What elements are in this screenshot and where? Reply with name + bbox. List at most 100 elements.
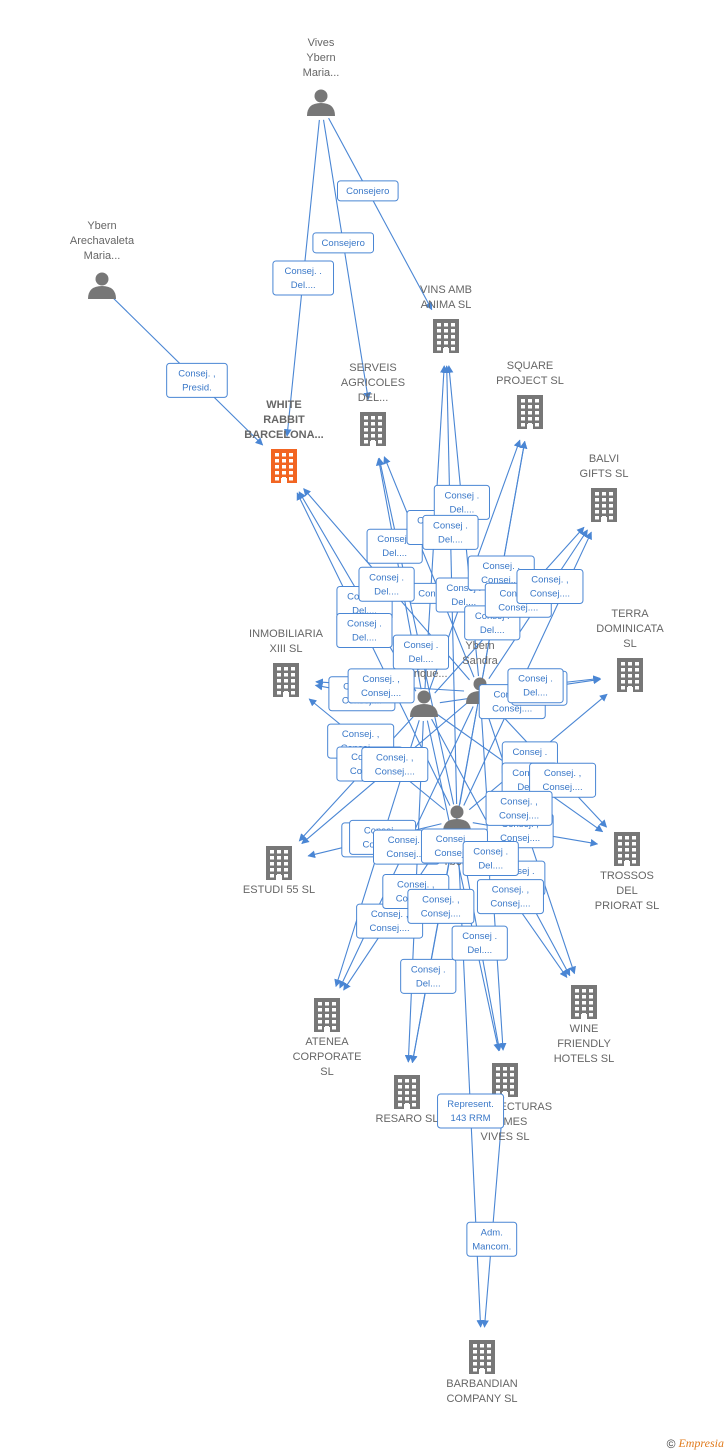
node-label: XIII SL [269, 643, 302, 655]
edge-label-text: Consej . [446, 583, 481, 594]
node-label: DEL [616, 885, 637, 897]
edge-label-box [407, 888, 475, 924]
person-icon [88, 272, 116, 299]
edge-label-text: Consej. , [483, 561, 521, 572]
building-icon [271, 449, 297, 483]
edge-label-text: Consejero [322, 238, 365, 249]
edge-label-text: Consej. , [397, 880, 435, 891]
edge-label[interactable]: Consej. ,Consej.... [361, 746, 429, 782]
edge-label[interactable]: Consej .Del.... [462, 840, 519, 876]
person-icon [410, 690, 438, 717]
edge-label-text: Adm. [481, 1227, 503, 1238]
nodes-layer: VivesYbernMaria...YbernArechavaletaMaria… [70, 37, 664, 1405]
building-icon [517, 395, 543, 429]
edge-label[interactable]: Represent. 143 RRM [437, 1093, 505, 1129]
node-label: VIVES SL [481, 1131, 530, 1143]
edge-label-text: Consej.... [370, 923, 410, 934]
edge-label[interactable]: Consejero [336, 180, 399, 202]
edge-label[interactable]: Consej. ,Presid. [166, 362, 228, 398]
edge-label[interactable]: Consej. ,Consej.... [347, 668, 415, 704]
edge-label[interactable]: Consej. ,Consej.... [476, 879, 544, 915]
node-estudi[interactable]: ESTUDI 55 SL [243, 846, 315, 896]
edge-label[interactable]: Consej .Del.... [392, 634, 450, 670]
edge-label[interactable]: Adm. Mancom. [466, 1221, 518, 1257]
edge-label[interactable]: Consej. ,Consej.... [407, 888, 475, 924]
node-white-rabbit[interactable]: WHITERABBITBARCELONA... [244, 399, 324, 483]
edge-label-text: Mancom. [472, 1241, 511, 1252]
edge-label-text: Consej. , [492, 885, 530, 896]
building-icon [273, 663, 299, 697]
edge-label-box [466, 1221, 518, 1257]
edge-label-box [400, 958, 457, 994]
node-resaro[interactable]: RESARO SL [376, 1075, 439, 1125]
node-label: PRIORAT SL [595, 900, 659, 912]
node-label: FRIENDLY [557, 1038, 611, 1050]
edge-label-text: Del.... [451, 597, 476, 608]
edge-label[interactable]: Consej .Del.... [433, 484, 490, 520]
edge-line [409, 835, 455, 1064]
node-label: Vives [308, 37, 335, 49]
edge-line [426, 720, 501, 1052]
edge-label[interactable]: Consej. ,Consej.... [485, 790, 553, 826]
edge-label[interactable]: Consej . Del.... [400, 958, 457, 994]
edge-label-text: Del.... [374, 586, 399, 597]
node-ybern-arech[interactable]: YbernArechavaletaMaria... [70, 220, 135, 299]
node-label: ATENEA [305, 1036, 349, 1048]
edge-label-text: Del.... [409, 654, 434, 665]
copyright-symbol: © [666, 1436, 676, 1451]
edge-label-text: Del.... [352, 605, 377, 616]
edge-label-text: Del.... [449, 504, 474, 515]
edge-label-text: Del.... [438, 534, 463, 545]
building-icon [266, 846, 292, 880]
edge-label[interactable]: Consej .Del.... [336, 613, 393, 649]
edge-label-text: Del.... [467, 945, 492, 956]
edge-label[interactable]: Consej. ,Consej.... [516, 568, 584, 604]
building-icon [614, 832, 640, 866]
edge-label[interactable]: Consej .Del.... [422, 514, 479, 550]
edge-label[interactable]: Consej. .Del.... [272, 260, 335, 296]
edge-label[interactable]: Consej .Del.... [451, 925, 508, 961]
edge-label-box [347, 668, 415, 704]
node-label: ANIMA SL [421, 299, 472, 311]
edge-label-text: Del.... [416, 978, 441, 989]
building-icon [571, 985, 597, 1019]
edge-label-box [437, 1093, 505, 1129]
person-icon [307, 89, 335, 116]
edge-label-text: Consej. , [544, 768, 582, 779]
node-label: DOMINICATA [596, 623, 664, 635]
edge-label-text: Del.... [352, 633, 377, 644]
edge-label-text: Consej . [377, 534, 412, 545]
edge-label-text: Del.... [478, 860, 503, 871]
node-label: WINE [570, 1023, 599, 1035]
edge-label-text: Consej.... [492, 704, 532, 715]
building-icon [591, 488, 617, 522]
edge-label[interactable]: Consej. ,Consej.... [529, 762, 597, 798]
edge-label-text: 143 RRM [450, 1113, 490, 1124]
node-label: Ybern [306, 52, 335, 64]
edge-label[interactable]: Consej .Del.... [358, 566, 415, 602]
edge-label[interactable]: Consejero [312, 232, 375, 254]
edge-label-box [166, 362, 228, 398]
brand-footer[interactable]: © Empresia [667, 1436, 724, 1451]
edge-label-box [392, 634, 450, 670]
node-label: BARCELONA... [244, 429, 323, 441]
edge-label-text: Consej . [411, 964, 446, 975]
edge-label[interactable]: Consej .Del.... [507, 668, 564, 704]
node-label: Maria... [303, 67, 340, 79]
node-label: Maria... [84, 250, 121, 262]
node-serveis[interactable]: SERVEISAGRICOLESDEL... [341, 362, 405, 446]
edge-label-text: Represent. [447, 1099, 493, 1110]
node-label: TERRA [611, 608, 649, 620]
node-label: WHITE [266, 399, 301, 411]
node-vives-maria[interactable]: VivesYbernMaria... [303, 37, 340, 116]
